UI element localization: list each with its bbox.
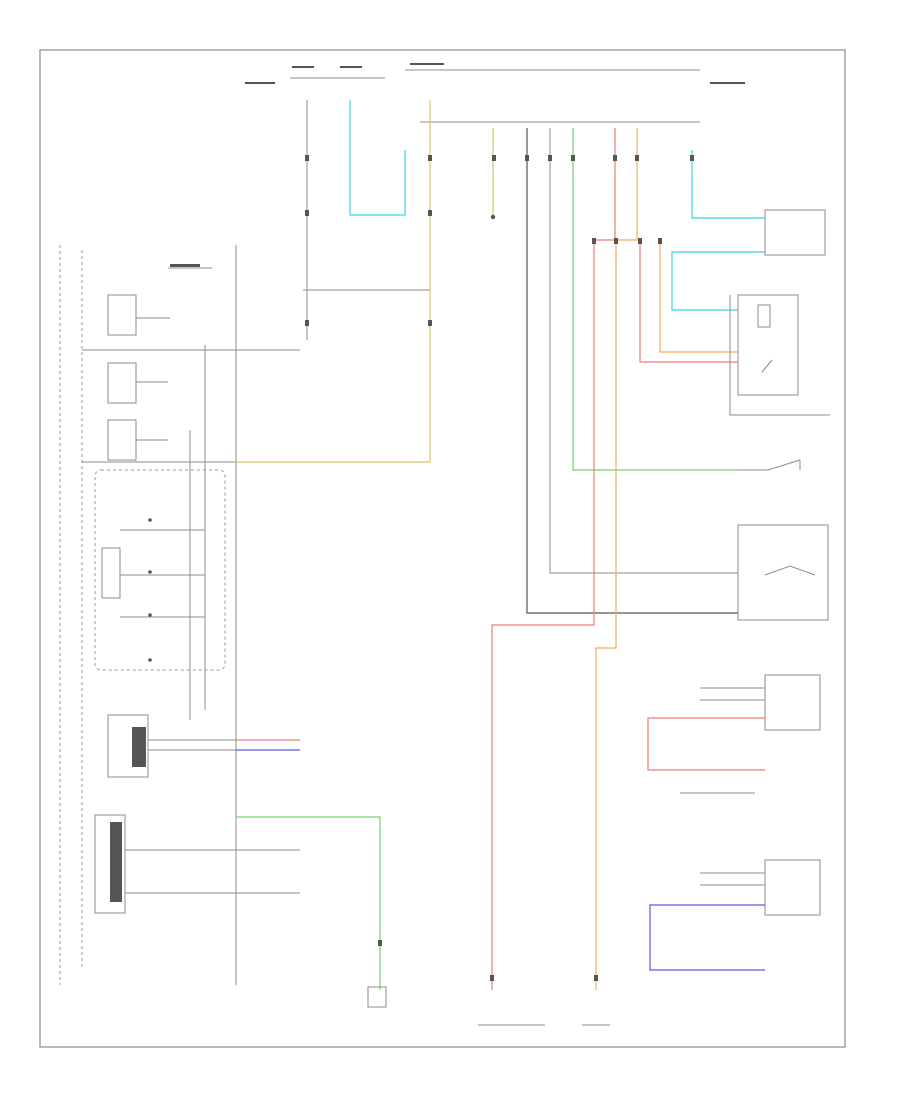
wire-pink-relay bbox=[639, 240, 738, 363]
relay-coil bbox=[757, 304, 771, 328]
right-lower-module-2 bbox=[764, 859, 821, 916]
control-unit-inner bbox=[101, 547, 121, 599]
wire-cyan-relay bbox=[691, 150, 765, 219]
component-box-2 bbox=[107, 362, 137, 404]
multiplex-connector bbox=[132, 727, 146, 767]
component-box-1 bbox=[107, 294, 137, 336]
control-unit-node-2 bbox=[148, 570, 152, 574]
top-label-mark-2 bbox=[340, 66, 362, 68]
wire-pink-loop bbox=[647, 717, 765, 771]
wire-green-main bbox=[572, 128, 740, 471]
top-label-mark-3 bbox=[410, 63, 444, 65]
wire-cyan-relay-2 bbox=[671, 251, 765, 311]
right-switch-box bbox=[737, 524, 829, 621]
wire-gray-switch bbox=[549, 128, 738, 574]
right-switch-contact bbox=[764, 565, 816, 576]
module-title-mark bbox=[170, 264, 200, 267]
component-box-3 bbox=[107, 419, 137, 461]
wire-orange-relay bbox=[659, 240, 738, 353]
control-unit-node-1 bbox=[148, 518, 152, 522]
wire-dark-main bbox=[526, 128, 738, 614]
fuse-box-group bbox=[245, 63, 745, 123]
control-unit-node-4 bbox=[148, 658, 152, 662]
top-label-mark-left bbox=[245, 82, 275, 84]
lower-connector-box bbox=[94, 814, 126, 914]
wire-cyan-top-loop bbox=[349, 100, 406, 216]
wire-blue-loop bbox=[649, 904, 765, 971]
wire-orange-main bbox=[595, 128, 638, 990]
control-unit-node-3 bbox=[148, 613, 152, 617]
lower-connector-strip bbox=[110, 822, 122, 902]
bottom-sensor-box bbox=[367, 986, 387, 1008]
relay-switch bbox=[761, 359, 773, 373]
ground-node-top bbox=[490, 214, 496, 220]
connector-dots bbox=[305, 155, 694, 981]
wire-pink-main bbox=[491, 128, 616, 990]
right-lower-module-1 bbox=[764, 674, 821, 731]
wire-yellow-main bbox=[236, 100, 431, 463]
multiplex-block bbox=[107, 714, 149, 778]
relay-box bbox=[737, 294, 799, 396]
wire-green-lower bbox=[236, 816, 381, 990]
switch-upper bbox=[740, 459, 801, 471]
top-label-mark-1 bbox=[292, 66, 314, 68]
left-module-group bbox=[59, 245, 300, 985]
top-label-mark-right bbox=[710, 82, 745, 84]
right-box-upper bbox=[764, 209, 826, 256]
diagram-frame bbox=[39, 49, 846, 1048]
